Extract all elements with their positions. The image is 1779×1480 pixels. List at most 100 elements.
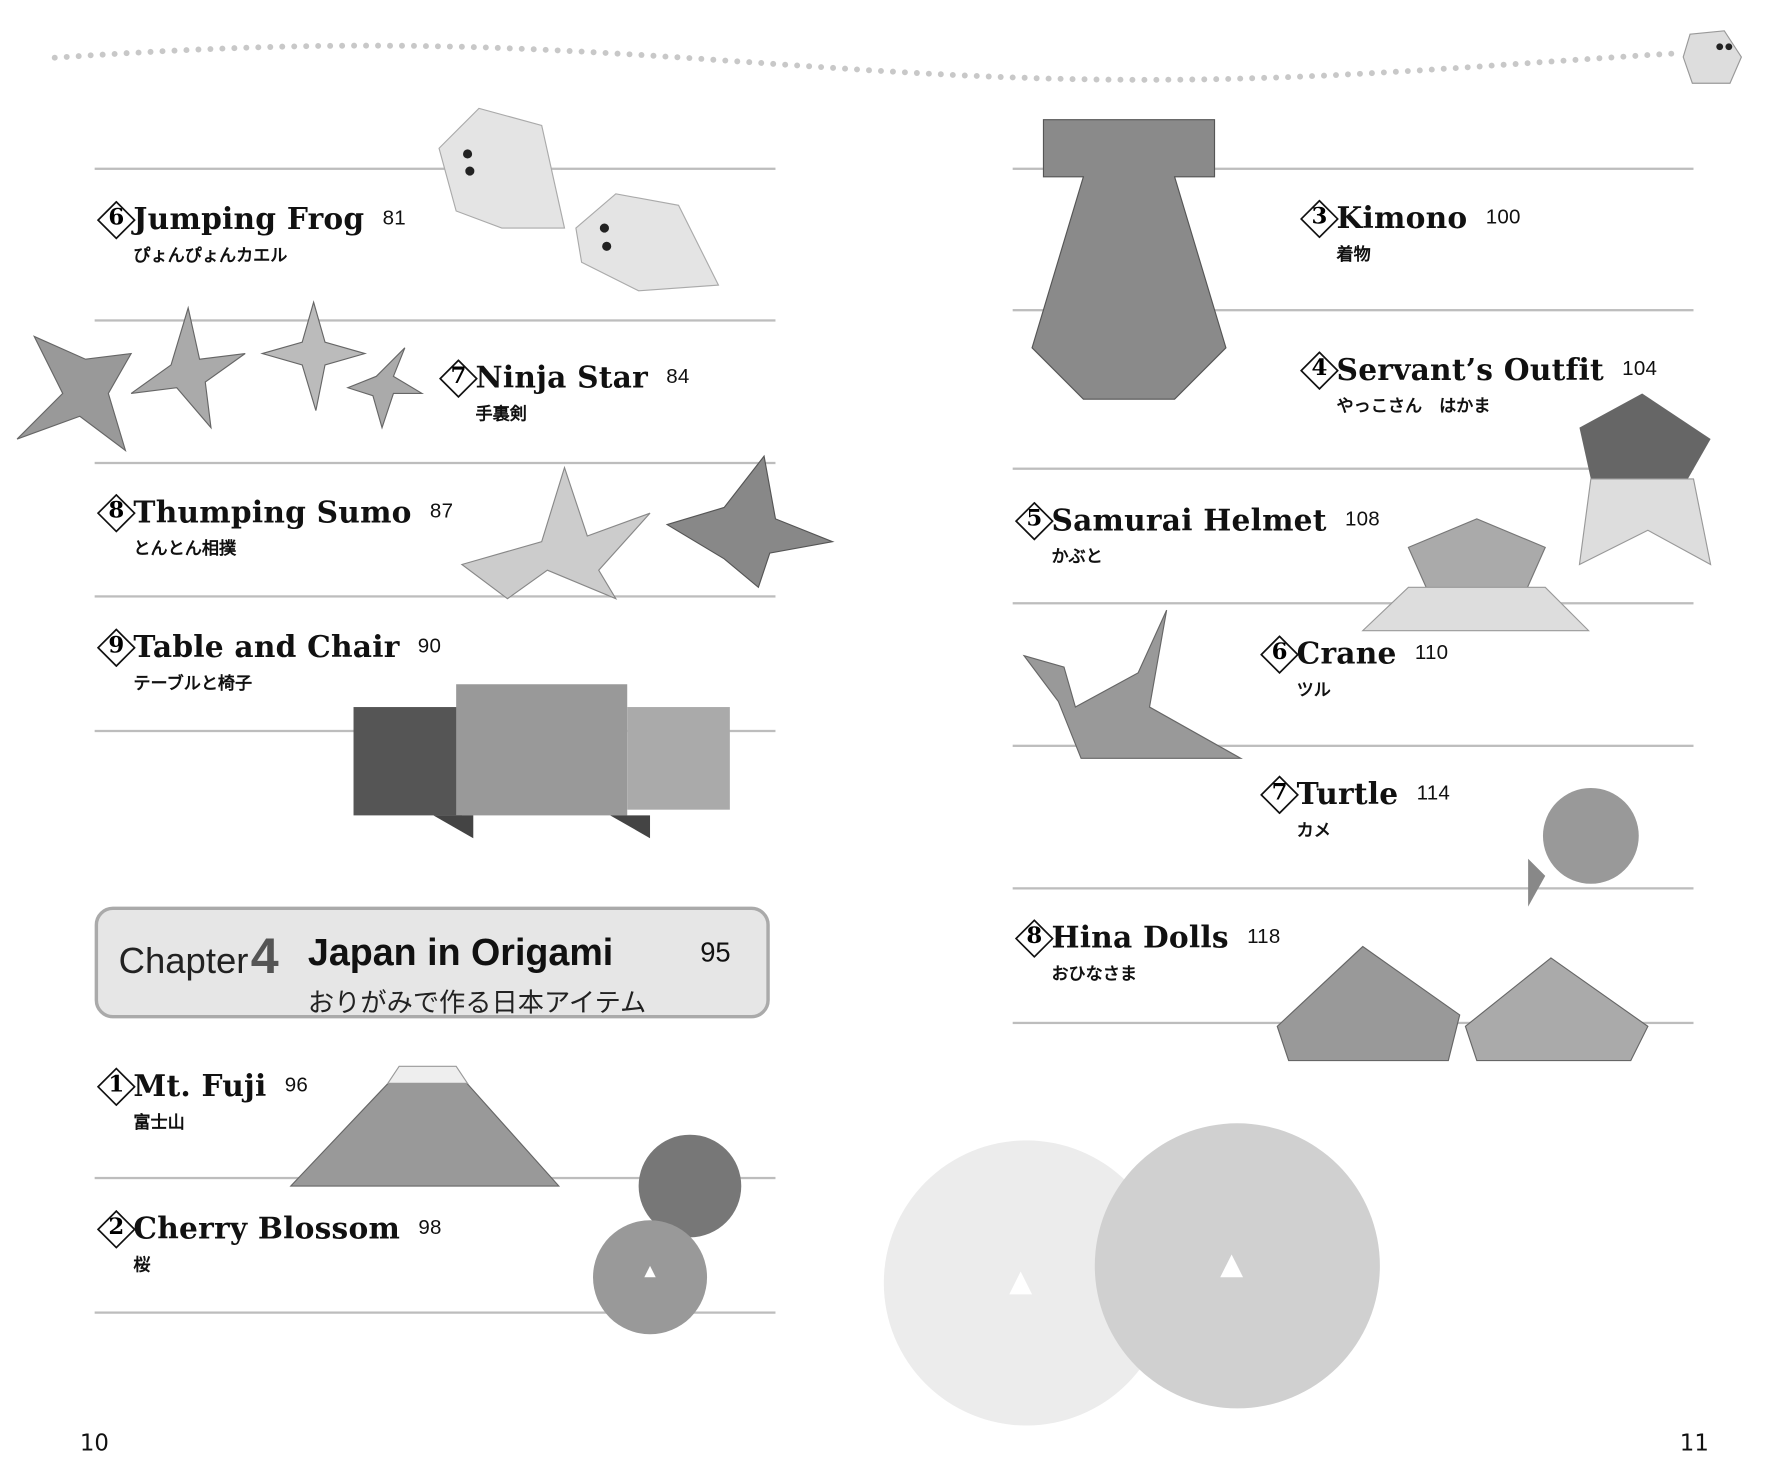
samurai-helmet-photo <box>1361 518 1590 632</box>
jumping-frog-photo <box>438 107 720 292</box>
chapter-heading[interactable]: Chapter4 Japan in Origami 95 おりがみで作る日本アイ… <box>94 906 770 1019</box>
chapter-word: Chapter <box>118 939 249 981</box>
wave-dot <box>327 42 334 49</box>
entry-number: 5 <box>1026 504 1043 532</box>
entry-japanese: テーブルと椅子 <box>133 672 253 694</box>
wave-dot <box>135 49 142 56</box>
divider <box>94 461 776 465</box>
wave-dot <box>399 42 405 49</box>
wave-dot <box>590 49 597 56</box>
entry-title: Kimono <box>1336 201 1468 237</box>
wave-dot <box>1033 75 1040 82</box>
wave-dot <box>1105 76 1112 83</box>
wave-dot <box>1153 76 1160 83</box>
dotted-wave-decoration <box>51 42 1675 83</box>
wave-dot <box>1069 76 1076 83</box>
entry-number: 8 <box>108 496 125 524</box>
wave-dot <box>387 42 393 49</box>
table-and-chair-photo <box>353 684 730 839</box>
wave-dot <box>291 43 298 50</box>
entry-japanese: 着物 <box>1336 244 1371 265</box>
servants-outfit-photo <box>1578 393 1712 566</box>
entry-number: 7 <box>1271 777 1288 806</box>
wave-dot <box>1225 75 1232 82</box>
wave-dot <box>794 62 801 69</box>
entry-page: 98 <box>418 1215 442 1239</box>
wave-dot <box>506 45 513 52</box>
entry-title: Mt. Fuji <box>133 1069 267 1104</box>
turtle-photo <box>1528 788 1639 907</box>
diamond-number-icon <box>439 359 478 398</box>
frog-icon <box>1682 30 1743 84</box>
divider <box>1012 467 1694 470</box>
entry-title: Servant’s Outfit <box>1336 353 1604 388</box>
wave-dot <box>1057 75 1064 82</box>
chapter-title: Japan in Origami <box>307 930 614 973</box>
wave-dot <box>1117 76 1124 83</box>
wave-dot <box>889 68 896 75</box>
wave-dot <box>1249 75 1256 82</box>
wave-dot <box>602 49 609 56</box>
entry-page: 118 <box>1247 924 1281 948</box>
thumping-sumo-photo <box>460 454 835 600</box>
page-number-right: 11 <box>1679 1428 1709 1457</box>
wave-dot <box>722 57 729 64</box>
wave-dot <box>183 47 190 54</box>
wave-dot <box>997 74 1004 80</box>
wave-dot <box>255 44 262 51</box>
wave-dot <box>422 43 429 50</box>
entry-title: Thumping Sumo <box>133 496 412 531</box>
wave-dot <box>1500 61 1507 68</box>
entry-title: Table and Chair <box>133 630 400 665</box>
entry-title: Jumping Frog <box>133 202 365 238</box>
wave-dot <box>973 72 980 79</box>
wave-dot <box>949 71 956 78</box>
wave-dot <box>782 61 789 68</box>
wave-dot <box>877 67 884 74</box>
entry-japanese: 桜 <box>133 1254 151 1275</box>
wave-dot <box>1476 63 1483 70</box>
wave-dot <box>1656 51 1663 58</box>
wave-dot <box>1093 76 1100 83</box>
wave-dot <box>913 70 920 76</box>
page-number-left: 10 <box>79 1428 109 1457</box>
diamond-number-icon <box>1014 919 1054 958</box>
wave-dot <box>1237 75 1244 82</box>
wave-dot <box>51 54 58 61</box>
wave-dot <box>1572 56 1579 63</box>
diamond-number-icon <box>96 493 136 533</box>
wave-dot <box>63 53 70 60</box>
entry-japanese: やっこさん はかま <box>1336 395 1491 417</box>
wave-dot <box>1309 73 1315 80</box>
entry-number: 2 <box>108 1212 125 1240</box>
ninja-star-photo <box>16 300 425 452</box>
wave-dot <box>1464 64 1471 71</box>
diamond-number-icon <box>1300 199 1339 239</box>
wave-dot <box>243 44 250 51</box>
wave-dot <box>1129 76 1136 83</box>
entry-japanese: ぴょんぴょんカエル <box>133 245 288 266</box>
wave-dot <box>75 53 82 60</box>
wave-dot <box>159 48 166 55</box>
wave-dot <box>375 42 382 49</box>
wave-dot <box>1452 65 1459 72</box>
cherry-blossom-photo <box>593 1134 742 1335</box>
wave-dot <box>351 42 358 49</box>
entry-japanese: 手裏剣 <box>475 403 527 425</box>
entry-page: 110 <box>1414 640 1449 664</box>
entry-title: Ninja Star <box>475 361 648 396</box>
wave-dot <box>542 46 549 53</box>
wave-dot <box>99 51 106 58</box>
wave-dot <box>818 64 825 71</box>
wave-dot <box>842 65 849 72</box>
entry-japanese: カメ <box>1296 819 1331 841</box>
wave-dot <box>195 46 202 53</box>
entry-japanese: かぶと <box>1051 546 1103 567</box>
entry-number: 8 <box>1026 921 1043 949</box>
hina-dolls-photo <box>1276 945 1649 1062</box>
entry-title: Cherry Blossom <box>133 1212 401 1247</box>
wave-dot <box>231 45 238 52</box>
wave-dot <box>1512 61 1519 67</box>
entry-number: 4 <box>1311 353 1328 381</box>
wave-dot <box>171 47 178 54</box>
